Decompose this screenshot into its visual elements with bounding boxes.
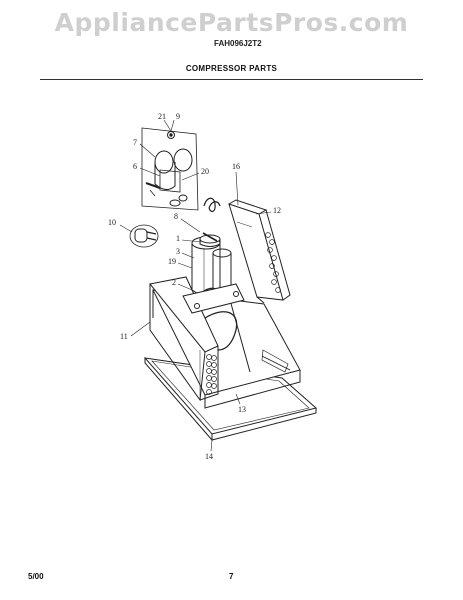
condenser-coil <box>228 199 291 304</box>
fan-motor-inset <box>141 127 199 211</box>
footer-date: 5/00 <box>28 572 44 581</box>
callout-2: 2 <box>172 278 176 287</box>
callout-12: 12 <box>273 206 281 215</box>
model-number: FAH096J2T2 <box>214 39 262 48</box>
evaporator-coil <box>149 276 219 402</box>
callout-3: 3 <box>176 247 180 256</box>
overload-protector <box>129 224 159 248</box>
callout-6: 6 <box>133 162 137 171</box>
callout-20: 20 <box>201 167 209 176</box>
page-number: 7 <box>229 572 234 581</box>
terminal-cover <box>199 232 221 247</box>
callout-7: 7 <box>133 138 137 147</box>
callout-14: 14 <box>205 452 213 461</box>
callout-8: 8 <box>174 212 178 221</box>
callout-13: 13 <box>238 405 246 414</box>
header-rule <box>40 79 423 80</box>
callout-10: 10 <box>108 218 116 227</box>
callout-9: 9 <box>176 112 180 121</box>
capillary-tube <box>203 197 221 213</box>
watermark: AppliancePartsPros.com <box>54 8 409 37</box>
callout-19: 19 <box>168 257 176 266</box>
callout-1: 1 <box>176 234 180 243</box>
section-title: COMPRESSOR PARTS <box>185 64 278 73</box>
callout-11: 11 <box>120 332 128 341</box>
callout-21: 21 <box>158 112 166 121</box>
compressor <box>182 236 245 314</box>
callout-16: 16 <box>232 162 240 171</box>
leader-lines <box>119 119 272 452</box>
